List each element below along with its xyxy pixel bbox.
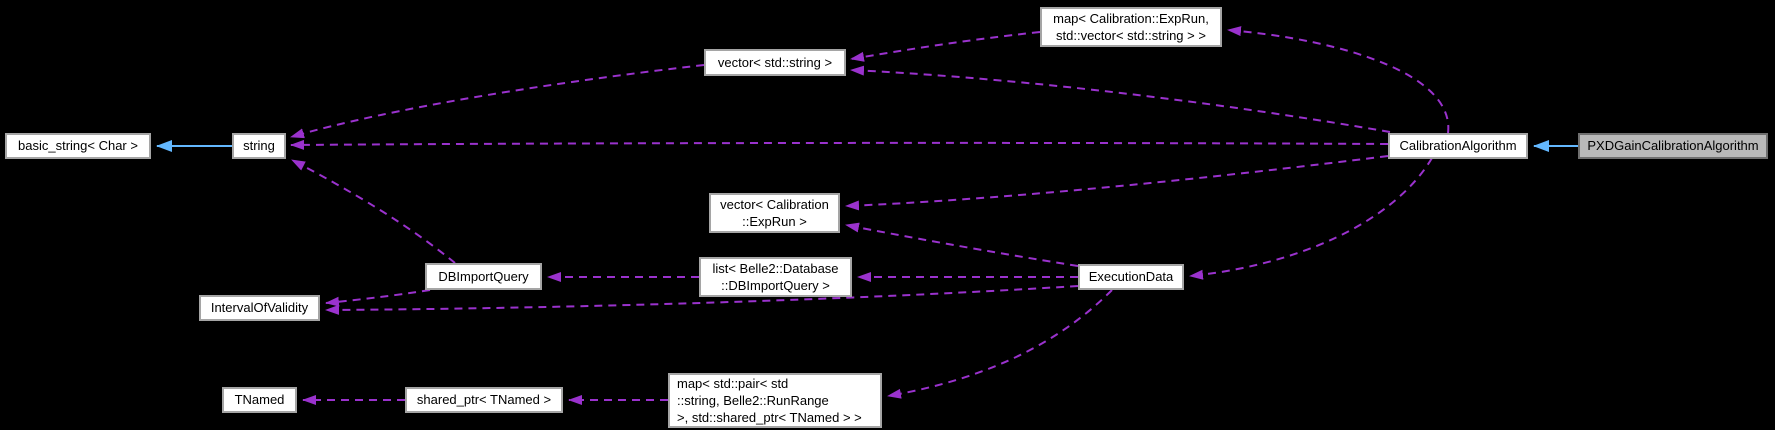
node-calibration-algorithm[interactable]: CalibrationAlgorithm bbox=[1388, 133, 1528, 159]
edge-dbimportquery-to-string bbox=[291, 159, 456, 264]
node-map-exprun-vector-string[interactable]: map< Calibration::ExpRun, std::vector< s… bbox=[1040, 7, 1222, 47]
node-execution-data[interactable]: ExecutionData bbox=[1078, 264, 1184, 290]
edge-calibrationalgorithm-to-map-exprun-vectorstring bbox=[1227, 26, 1450, 134]
edge-executiondata-to-vector-exprun bbox=[845, 222, 1079, 267]
node-interval-of-validity[interactable]: IntervalOfValidity bbox=[199, 295, 320, 321]
edge-calibrationalgorithm-to-executiondata bbox=[1189, 157, 1433, 280]
node-string[interactable]: string bbox=[232, 133, 286, 159]
edge-calibrationalgorithm-to-string bbox=[290, 139, 1389, 150]
node-tnamed[interactable]: TNamed bbox=[222, 387, 297, 413]
node-list-belle2-database-dbimportquery[interactable]: list< Belle2::Database ::DBImportQuery > bbox=[699, 257, 852, 297]
edge-dbimportquery-to-intervalofvalidity bbox=[325, 289, 431, 307]
node-shared-ptr-tnamed[interactable]: shared_ptr< TNamed > bbox=[405, 387, 563, 413]
node-pxd-gain-calibration-algorithm: PXDGainCalibrationAlgorithm bbox=[1578, 133, 1768, 159]
node-db-import-query[interactable]: DBImportQuery bbox=[425, 263, 542, 290]
node-vector-std-string[interactable]: vector< std::string > bbox=[704, 49, 846, 76]
edge-vector-string-to-string bbox=[290, 64, 705, 139]
edge-calibrationalgorithm-to-vector-string bbox=[850, 65, 1391, 133]
edge-map-exprun-vectorstring-to-vector-string bbox=[850, 31, 1041, 62]
edge-calibrationalgorithm-to-vector-exprun bbox=[845, 155, 1389, 211]
node-basic-string[interactable]: basic_string< Char > bbox=[5, 133, 151, 159]
node-map-pair-string-runrange-sharedptr-tnamed[interactable]: map< std::pair< std ::string, Belle2::Ru… bbox=[668, 373, 882, 428]
page-bottom-strip bbox=[0, 430, 1775, 433]
node-vector-calibration-exprun[interactable]: vector< Calibration ::ExpRun > bbox=[709, 193, 840, 233]
edge-executiondata-to-map-pair bbox=[887, 289, 1113, 399]
edge-executiondata-to-intervalofvalidity bbox=[325, 285, 1079, 315]
